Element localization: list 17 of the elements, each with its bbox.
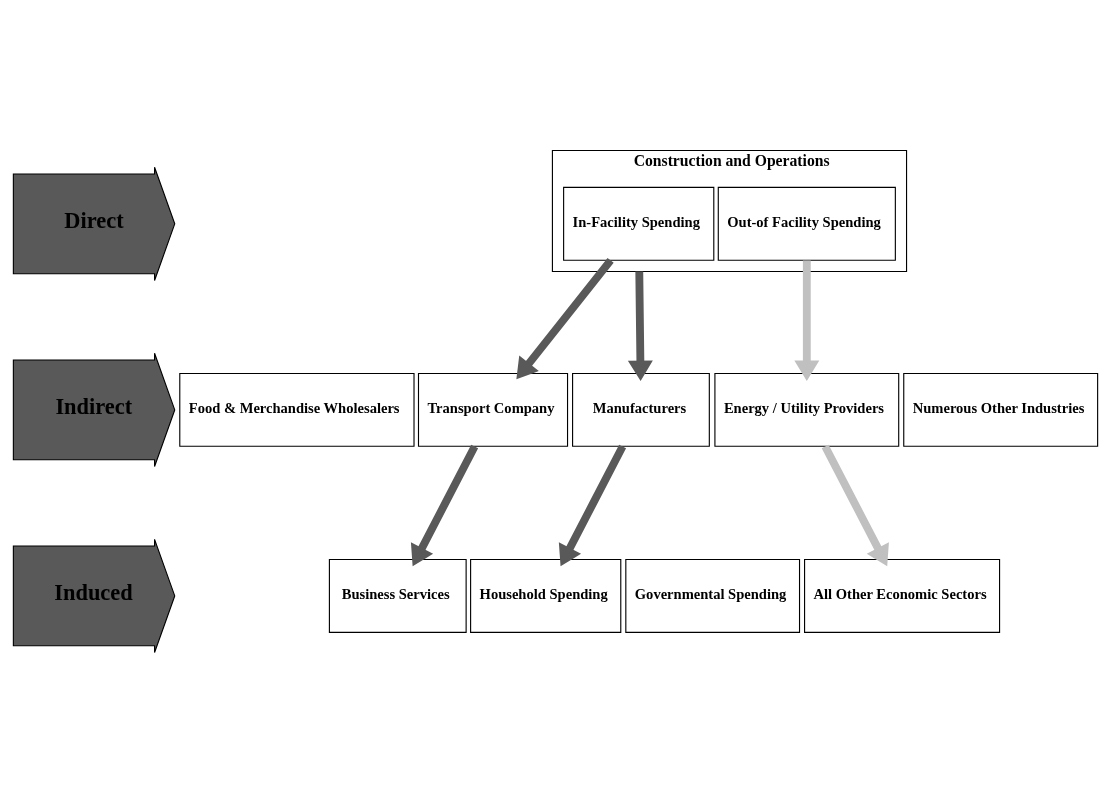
node-box: Governmental Spending <box>625 558 801 633</box>
node-box: Transport Company <box>417 372 569 447</box>
node-box: All Other Economic Sectors <box>804 558 1001 633</box>
node-box: In-Facility Spending <box>563 186 715 261</box>
arrow <box>558 444 627 566</box>
arrow <box>794 259 820 381</box>
node-box: Manufacturers <box>572 372 710 447</box>
node-box: Energy / Utility Providers <box>714 372 900 447</box>
arrow <box>516 257 614 379</box>
node-box: Out-of Facility Spending <box>717 186 896 261</box>
arrow <box>410 444 479 566</box>
arrow <box>821 444 889 566</box>
node-box: Business Services <box>328 558 467 633</box>
node-box: Food & Merchandise Wholesalers <box>179 372 415 447</box>
arrow <box>627 270 653 381</box>
node-box: Household Spending <box>470 558 622 633</box>
node-box: Numerous Other Industries <box>903 372 1099 447</box>
